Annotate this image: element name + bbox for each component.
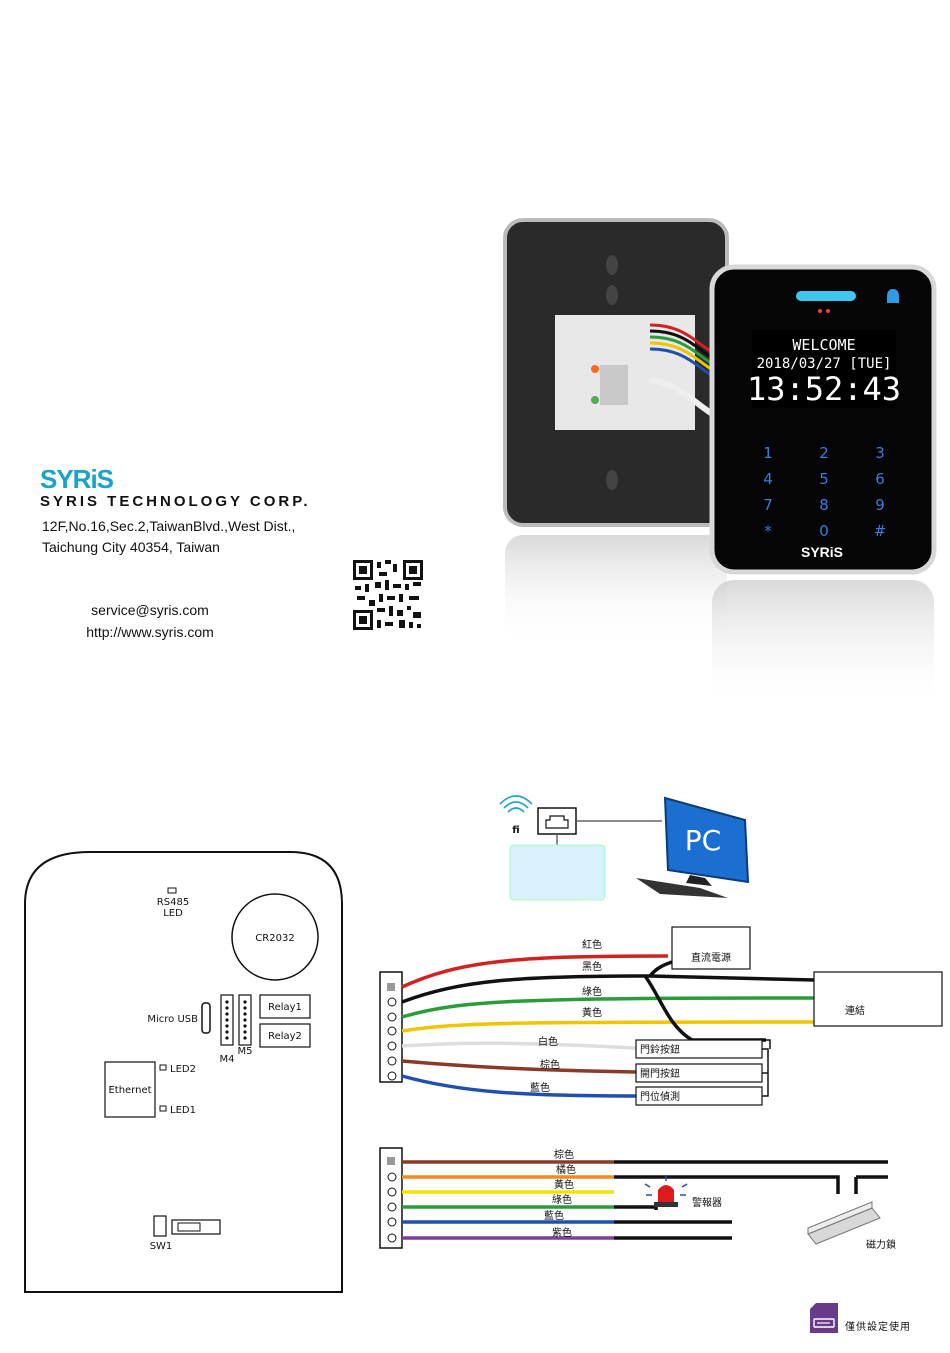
m4-label: M4 <box>220 1054 235 1065</box>
board-outline <box>24 851 343 1293</box>
usb-setup-icon <box>810 1303 838 1333</box>
keypad-key-4: 5 <box>819 470 829 488</box>
keypad-key-6: 7 <box>763 496 773 514</box>
exit-button-label: 開門按鈕 <box>640 1067 680 1080</box>
bell-button-label: 門鈴按鈕 <box>640 1043 680 1056</box>
keypad-key-8: 9 <box>875 496 885 514</box>
keypad-key-7: 8 <box>819 496 829 514</box>
wire-bottom-1: 橘色 <box>556 1163 576 1176</box>
sw1-label: SW1 <box>150 1241 173 1252</box>
keypad-key-9: * <box>764 522 772 540</box>
wire-bottom-2: 黃色 <box>554 1178 574 1191</box>
led2-label: LED2 <box>170 1064 196 1075</box>
micro-usb-label: Micro USB <box>147 1014 198 1025</box>
m5-header <box>238 994 252 1046</box>
keypad-key-0: 1 <box>763 444 773 462</box>
bell-icon <box>887 289 899 303</box>
mag-lock-icon <box>807 1201 881 1245</box>
mag-lock-label: 磁力鎖 <box>866 1238 896 1251</box>
wire-top-4: 白色 <box>538 1035 558 1048</box>
m4-header <box>220 994 234 1046</box>
ethernet-port <box>104 1061 156 1118</box>
relay1-box <box>259 994 311 1019</box>
relay2-label: Relay2 <box>268 1031 302 1042</box>
wire-top-1: 黑色 <box>582 960 602 973</box>
reader-logo: SYRiS <box>801 544 843 560</box>
rs485-led-label: LED <box>163 908 183 919</box>
wire-top-3: 黃色 <box>582 1006 602 1019</box>
connect-label: 連結 <box>845 1004 865 1017</box>
keypad-key-3: 4 <box>763 470 773 488</box>
pc-monitor-icon <box>663 796 750 884</box>
wire-bottom-4: 藍色 <box>544 1209 564 1222</box>
wire-top-0: 紅色 <box>582 938 602 951</box>
screen-date: 2018/03/27 [TUE] <box>757 356 892 372</box>
dc-power-box <box>671 926 751 970</box>
network-jack <box>537 807 577 835</box>
address-line2: Taichung City 40354, Taiwan <box>42 539 220 555</box>
door-sensor-label: 門位偵測 <box>640 1090 680 1103</box>
address-line1: 12F,No.16,Sec.2,TaiwanBlvd.,West Dist., <box>42 518 296 534</box>
relay1-label: Relay1 <box>268 1002 302 1013</box>
alarm-light-icon <box>644 1176 688 1207</box>
keypad-key-2: 3 <box>875 444 885 462</box>
keypad-key-5: 6 <box>875 470 885 488</box>
keypad-key-10: 0 <box>819 522 829 540</box>
footer-note: 僅供設定使用 <box>845 1322 911 1333</box>
keypad-key-11: # <box>874 522 887 540</box>
alarm-label: 警報器 <box>692 1196 722 1209</box>
wire-top-5: 棕色 <box>540 1058 560 1071</box>
brand-logo-text: SYRiS <box>40 464 114 494</box>
wire-bottom-3: 綠色 <box>552 1193 572 1206</box>
keyboard-icon <box>636 878 728 898</box>
micro-usb-port <box>201 1002 211 1034</box>
wire-top-2: 綠色 <box>582 985 602 998</box>
email-link[interactable]: service@syris.com <box>91 602 209 618</box>
website-link[interactable]: http://www.syris.com <box>86 624 214 640</box>
device-photo: WELCOME 2018/03/27 [TUE] 13:52:43 1 2 3 4 5 6… <box>503 218 937 710</box>
pc-label: PC <box>685 824 721 857</box>
company-name: SYRIS TECHNOLOGY CORP. <box>40 493 311 510</box>
connector-bottom <box>379 1147 403 1249</box>
screen-time: 13:52:43 <box>747 370 901 408</box>
wire-bottom-5: 紫色 <box>552 1226 572 1239</box>
ethernet-label: Ethernet <box>108 1085 151 1096</box>
keypad-key-1: 2 <box>819 444 829 462</box>
wiring-diagram: RS485 LED CR2032 Micro USB M4 M5 Relay1 … <box>24 795 943 1293</box>
led1-label: LED1 <box>170 1105 196 1116</box>
router-box <box>509 844 606 901</box>
m5-label: M5 <box>238 1046 253 1057</box>
connect-box <box>813 971 943 1027</box>
brand-logo: SYRiS <box>40 464 114 495</box>
sw1-switch <box>153 1215 167 1237</box>
battery-icon <box>231 893 319 981</box>
wire-bottom-0: 棕色 <box>554 1148 574 1161</box>
screen-welcome: WELCOME <box>792 336 855 354</box>
rs485-label: RS485 <box>157 897 189 908</box>
wire-top-6: 藍色 <box>530 1081 550 1094</box>
dc-power-label: 直流電源 <box>691 951 731 964</box>
wifi-label: fi <box>512 825 519 836</box>
qr-code-icon <box>353 560 423 630</box>
battery-label: CR2032 <box>255 933 294 944</box>
relay2-box <box>259 1023 311 1048</box>
wifi-icon <box>499 795 533 813</box>
